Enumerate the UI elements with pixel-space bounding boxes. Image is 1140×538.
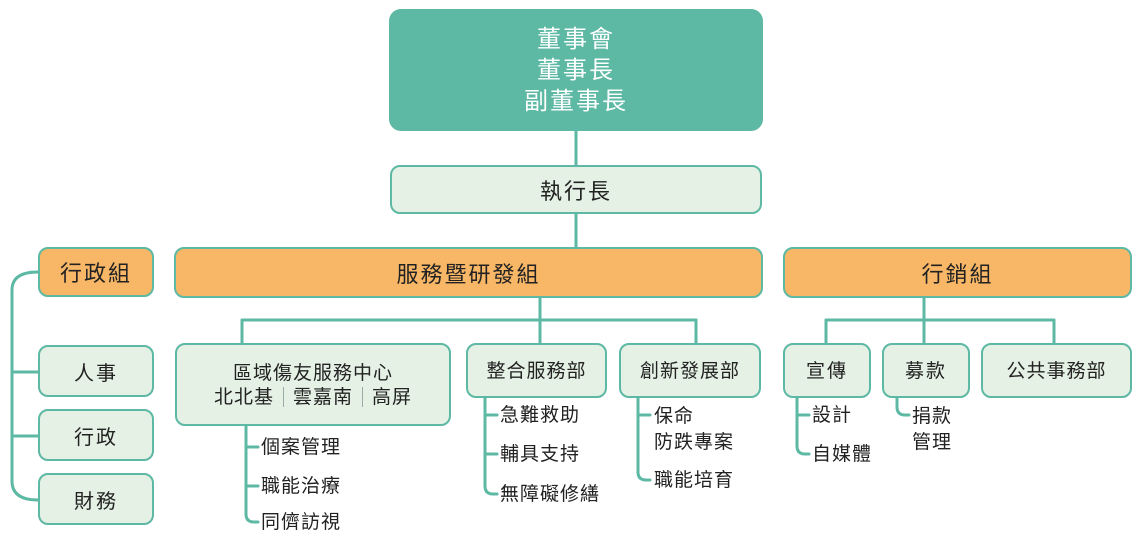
fundraising-label: 募款 [904,359,947,382]
public-affairs-box: 公共事務部 [981,343,1132,398]
service-group-box: 服務暨研發組 [174,247,763,298]
board-box: 董事會 董事長 副董事長 [389,9,763,131]
publicity-item-design: 設計 [812,404,853,426]
fundraising-item-donation-management: 捐款 管理 [912,405,953,453]
public-affairs-label: 公共事務部 [1006,359,1107,382]
integrated-item-assistive-devices: 輔具支持 [500,443,581,465]
integrated-service-box: 整合服務部 [466,343,607,398]
admin-group-box: 行政組 [38,247,154,297]
center-item-case-management: 個案管理 [261,436,342,458]
innovation-label: 創新發展部 [639,359,740,382]
service-group-label: 服務暨研發組 [396,262,541,288]
region-south: 高屏 [372,385,413,408]
fundraising-box: 募款 [882,343,970,398]
integrated-service-label: 整合服務部 [486,359,587,382]
innovation-item-fall-prevention: 保命 防跌專案 [654,405,735,453]
publicity-label: 宣傳 [805,359,848,382]
service-center-box: 區域傷友服務中心 北北基 雲嘉南 高屏 [175,343,451,426]
integrated-item-emergency-aid: 急難救助 [500,404,581,426]
service-center-regions: 北北基 雲嘉南 高屏 [214,385,412,409]
admin-child-administration: 行政 [38,409,154,461]
publicity-box: 宣傳 [783,343,871,398]
integrated-item-accessibility-repair: 無障礙修繕 [500,483,601,505]
ceo-box: 執行長 [390,165,762,214]
region-north: 北北基 [213,385,274,408]
board-line-1: 董事會 [537,24,615,53]
region-central: 雲嘉南 [292,385,353,408]
center-item-occupational-therapy: 職能治療 [261,475,342,497]
region-divider [362,386,363,407]
marketing-group-label: 行銷組 [921,262,994,288]
innovation-item-vocational-training: 職能培育 [654,469,735,491]
board-line-3: 副董事長 [524,86,628,115]
center-item-peer-visit: 同儕訪視 [261,511,342,533]
marketing-group-box: 行銷組 [783,247,1132,298]
admin-child-finance: 財務 [38,473,154,525]
admin-group-label: 行政組 [59,262,132,287]
region-divider [282,386,284,407]
innovation-box: 創新發展部 [619,343,761,398]
admin-child-personnel: 人事 [38,345,154,397]
ceo-label: 執行長 [539,179,612,205]
publicity-item-self-media: 自媒體 [812,443,873,465]
service-center-title: 區域傷友服務中心 [232,361,393,384]
board-line-2: 董事長 [537,55,615,84]
